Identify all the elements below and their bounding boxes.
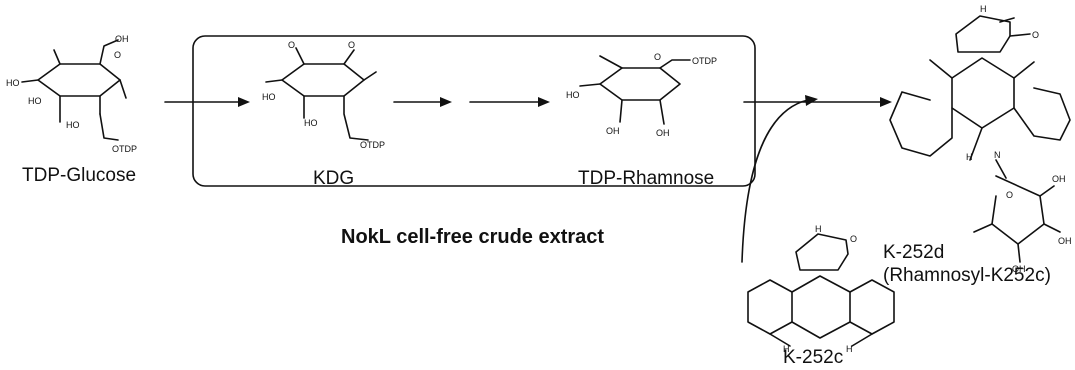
atom-label-oh: OH [1012, 264, 1026, 274]
tdp-rhamnose-structure [579, 55, 691, 125]
atom-label-o: O [114, 50, 121, 60]
atom-label-oh: OH [606, 126, 620, 136]
extract-label: NokL cell-free crude extract [341, 226, 605, 248]
atom-label-n: N [994, 150, 1001, 160]
atom-label-ho: HO [304, 118, 318, 128]
atom-label-otdp: OTDP [360, 140, 385, 150]
tdp-rhamnose-label: TDP-Rhamnose [578, 168, 715, 189]
atom-label-oh: OH [1052, 174, 1066, 184]
curved-arrow-k252c [741, 99, 809, 263]
atom-label-h: H [966, 152, 973, 162]
k252d-structure [889, 15, 1071, 263]
extract-box [192, 35, 756, 187]
atom-label-o: O [1032, 30, 1039, 40]
atom-label-ho: HO [262, 92, 276, 102]
atom-label-ho: HO [28, 96, 42, 106]
atom-label-ho: HO [6, 78, 20, 88]
atom-label-o: O [850, 234, 857, 244]
atom-label-h: H [980, 4, 987, 14]
tdp-glucose-structure [21, 39, 127, 141]
k252d-alt-label: (Rhamnosyl-K252c) [883, 265, 1051, 286]
kdg-structure [265, 47, 377, 141]
atom-label-h: H [846, 344, 853, 354]
atom-label-h: H [815, 224, 822, 234]
atom-label-oh: OH [656, 128, 670, 138]
atom-label-h: H [783, 344, 790, 354]
atom-label-o: O [1006, 190, 1013, 200]
atom-label-o: O [348, 40, 355, 50]
k252d-label: K-252d [883, 242, 945, 263]
kdg-label: KDG [313, 168, 355, 189]
atom-label-oh: OH [1058, 236, 1072, 246]
atom-label-otdp: OTDP [112, 144, 137, 154]
atom-label-o: O [288, 40, 295, 50]
k252c-structure [747, 233, 895, 347]
atom-label-otdp: OTDP [692, 56, 717, 66]
tdp-glucose-label: TDP-Glucose [22, 165, 137, 186]
atom-label-oh: OH [115, 34, 129, 44]
atom-label-o: O [654, 52, 661, 62]
atom-label-ho: HO [566, 90, 580, 100]
atom-label-ho: HO [66, 120, 80, 130]
k252c-label: K-252c [783, 347, 844, 368]
